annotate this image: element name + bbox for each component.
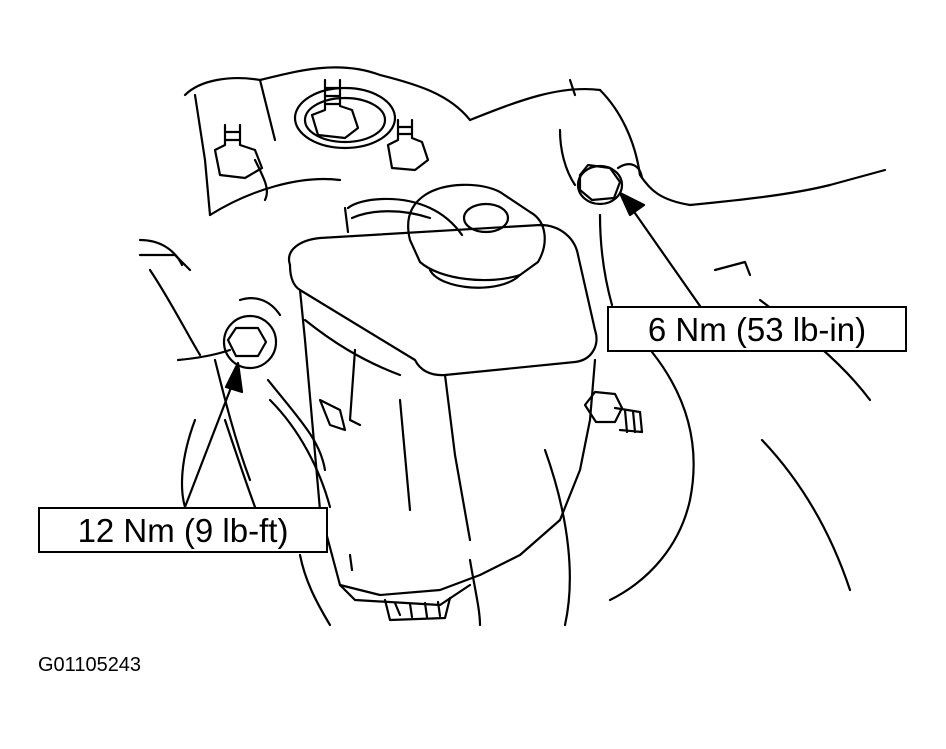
torque-callout-left: 12 Nm (9 lb-ft)	[38, 507, 328, 553]
strut-mount	[213, 78, 430, 202]
figure-id: G01105243	[38, 654, 142, 676]
reservoir-bolts	[222, 163, 644, 434]
coolant-reservoir	[287, 183, 598, 622]
leader-lines	[183, 191, 702, 509]
torque-callout-right: 6 Nm (53 lb-in)	[607, 306, 907, 352]
